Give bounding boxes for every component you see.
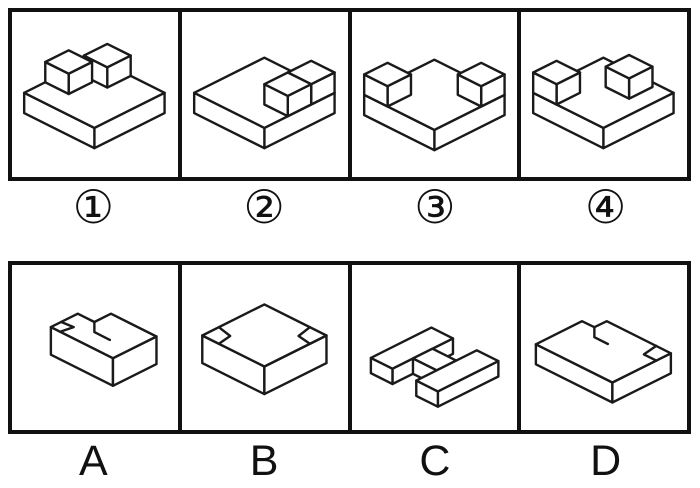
shape-4-drawing (532, 53, 676, 150)
shape-2-drawing (192, 56, 336, 150)
option-label-d: D (590, 437, 622, 485)
option-cell-d (517, 265, 687, 430)
option-label-3: ③ (414, 180, 456, 234)
shape-3-drawing (362, 58, 506, 152)
option-cell-2 (177, 12, 348, 177)
shape-d-drawing (534, 320, 673, 404)
shape-1-drawing (22, 42, 166, 150)
shape-b-drawing (200, 303, 328, 396)
option-cell-1 (12, 12, 178, 177)
lettered-labels-row: A B C D (8, 436, 691, 486)
option-label-2: ② (243, 180, 285, 234)
shape-c-drawing (369, 326, 500, 408)
option-cell-3 (347, 12, 518, 177)
option-label-1: ① (72, 180, 114, 234)
shape-a-drawing (49, 312, 158, 388)
option-label-c: C (419, 437, 451, 485)
option-cell-c (347, 265, 518, 430)
option-cell-a (12, 265, 178, 430)
options-grid-lettered (8, 261, 691, 434)
options-grid-numbered (8, 8, 691, 181)
option-cell-b (177, 265, 348, 430)
option-cell-4 (517, 12, 687, 177)
option-label-b: B (249, 437, 279, 485)
option-label-4: ④ (585, 180, 627, 234)
option-label-a: A (79, 437, 108, 485)
numbered-labels-row: ① ② ③ ④ (8, 182, 691, 232)
